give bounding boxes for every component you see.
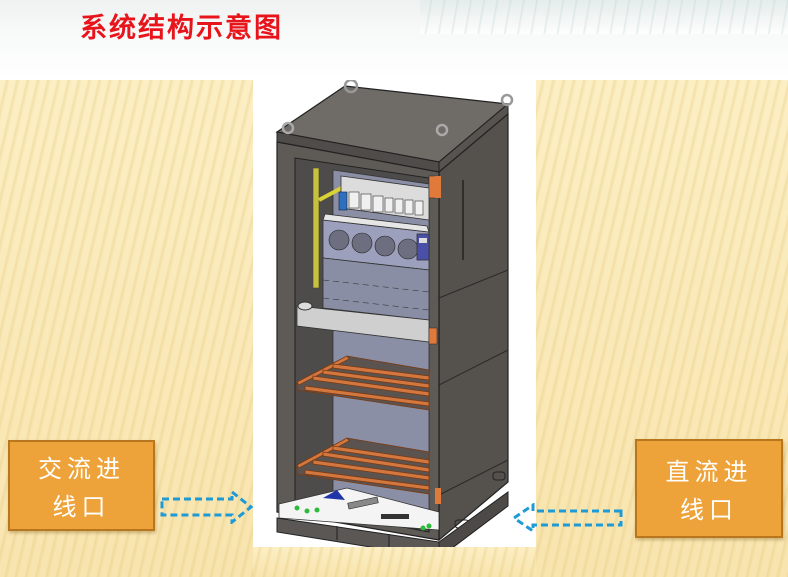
dashed-arrow-left-icon [511,503,623,533]
ac-inlet-line1: 交流进 [38,455,125,483]
dc-inlet-label-box: 直流进 线口 [635,439,783,538]
cabinet-illustration [253,80,536,547]
slide-title: 系统结构示意图 [80,13,283,44]
header-decoration [420,0,788,34]
background-stripes-bottom [253,547,536,577]
ac-inlet-label-box: 交流进 线口 [8,440,155,531]
dc-inlet-line1: 直流进 [665,458,753,486]
dc-inlet-line2: 线口 [680,496,738,524]
ac-inlet-line2: 线口 [52,493,111,521]
dashed-arrow-right-icon [160,490,254,524]
cabinet-icon [275,80,514,547]
